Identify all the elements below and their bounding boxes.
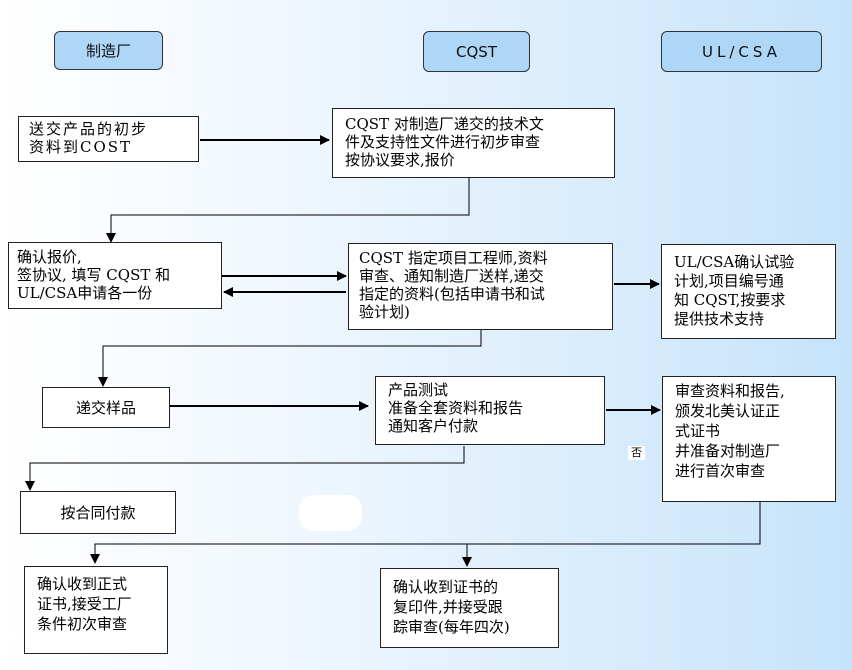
decorative-blob: [299, 495, 362, 531]
box-submit-samples: 递交样品: [42, 387, 170, 428]
arrow-review-to-confirm: [106, 178, 470, 243]
arrow-assign-to-samples: [98, 330, 482, 387]
box-send-preliminary-info: 送交产品的初步 资料到COST: [18, 116, 199, 162]
arrow-review-to-confirmations: [90, 502, 761, 564]
label-no: 否: [628, 446, 645, 460]
header-ulcsa: UL/CSA: [661, 31, 822, 72]
box-cqst-initial-review: CQST 对制造厂递交的技术文 件及支持性文件进行初步审查 按协议要求,报价: [332, 108, 615, 178]
box-review-issue-certificate: 审查资料和报告, 颁发北美认证正 式证书 并准备对制造厂 进行首次审查: [662, 376, 836, 502]
box-confirm-quote-sign: 确认报价, 签协议, 填写 CQST 和 UL/CSA申请各一份: [8, 242, 222, 309]
box-ulcsa-confirm-plan: UL/CSA确认试验 计划,项目编号通 知 CQST,按要求 提供技术支持: [661, 244, 836, 339]
box-confirm-formal-certificate: 确认收到正式 证书,接受工厂 条件初次审查: [24, 566, 168, 654]
header-manufacturer: 制造厂: [54, 31, 163, 70]
box-confirm-certificate-copy: 确认收到证书的 复印件,并接受跟 踪审查(每年四次): [380, 568, 559, 648]
arrow-test-to-pay: [25, 446, 465, 491]
box-assign-engineer: CQST 指定项目工程师,资料 审查、通知制造厂送样,递交 指定的资料(包括申请…: [348, 243, 613, 330]
box-product-testing: 产品测试 准备全套资料和报告 通知客户付款: [375, 376, 605, 445]
header-cqst: CQST: [423, 31, 530, 72]
box-pay-per-contract: 按合同付款: [20, 491, 176, 534]
